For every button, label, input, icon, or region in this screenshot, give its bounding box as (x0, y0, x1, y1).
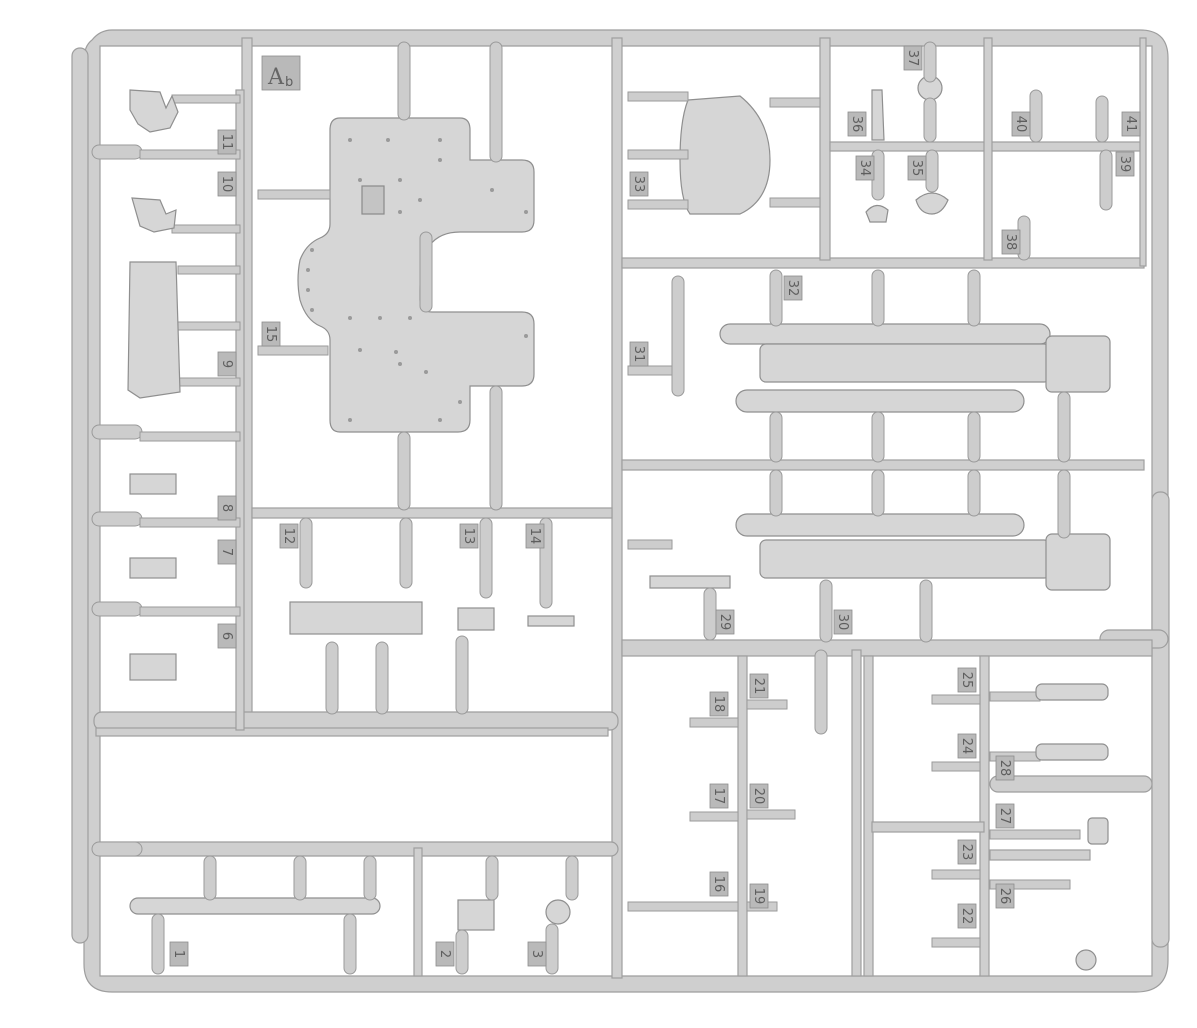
left-column-gates (91, 94, 241, 857)
part-number-label: 12 (281, 528, 296, 545)
hull-plate-part (257, 41, 535, 511)
part-number-label: 31 (631, 346, 646, 363)
part-number-tag-bg (957, 903, 977, 929)
part-number-label: 11 (219, 134, 234, 151)
left-column-parts (127, 89, 181, 681)
part-number-label: 24 (959, 738, 974, 755)
part-number-tag-bg (833, 609, 853, 635)
part-number-label: 7 (219, 548, 234, 556)
part-number-label: 1 (171, 950, 186, 958)
part-number-tag-bg (525, 523, 545, 549)
part-number-tag-bg (217, 129, 237, 155)
sprue-code-sub: b (285, 75, 293, 90)
bottom-right-parts (627, 649, 1109, 971)
part-number-tag-bg (217, 623, 237, 649)
part-number-label: 10 (219, 176, 234, 193)
part-number-label: 21 (751, 678, 766, 695)
part-number-label: 26 (997, 888, 1012, 905)
part-number-tag-bg (995, 883, 1015, 909)
part-number-tag-bg (957, 667, 977, 693)
part-number-label: 32 (785, 280, 800, 297)
part-number-tag-bg (459, 523, 479, 549)
part-number-tag-bg (217, 539, 237, 565)
part-number-label: 18 (711, 696, 726, 713)
part-number-tag-bg (217, 495, 237, 521)
part-number-label: 28 (997, 760, 1012, 777)
part-number-tag-bg (629, 171, 649, 197)
part-number-tag-bg (629, 341, 649, 367)
part-number-tag-bg (261, 321, 281, 347)
part-number-tag-bg (749, 883, 769, 909)
top-middle-parts (627, 41, 1113, 261)
part-number-tag-bg (217, 351, 237, 377)
sprue-code-letter: A (267, 65, 285, 90)
sprue-frame (71, 29, 1170, 993)
part-number-label: 37 (905, 50, 920, 67)
runners (93, 37, 1153, 979)
part-number-label: 38 (1003, 234, 1018, 251)
part-number-tag-bg (957, 839, 977, 865)
part-number-tag-bg (1115, 151, 1135, 177)
part-number-label: 16 (711, 876, 726, 893)
part-number-label: 36 (849, 116, 864, 133)
part-number-tag-bg (527, 941, 547, 967)
part-number-tag-bg (903, 45, 923, 71)
part-number-label: 41 (1123, 116, 1138, 133)
part-number-tag-bg (709, 783, 729, 809)
sprue-code-tag: A b (261, 55, 301, 91)
part-number-tag-bg (907, 155, 927, 181)
part-number-label: 20 (751, 788, 766, 805)
part-number-label: 17 (711, 788, 726, 805)
gun-barrels (627, 269, 1111, 643)
part-number-label: 23 (959, 844, 974, 861)
part-number-label: 13 (461, 528, 476, 545)
part-number-tag-bg (217, 171, 237, 197)
part-number-label: 9 (219, 360, 234, 368)
part-number-tag-bg (957, 733, 977, 759)
bottom-left-parts (129, 855, 579, 975)
part-number-label: 2 (437, 950, 452, 958)
part-number-tag-bg (1121, 111, 1141, 137)
part-number-tag-bg (169, 941, 189, 967)
part-number-tag-bg (709, 691, 729, 717)
part-number-label: 39 (1117, 156, 1132, 173)
part-number-label: 40 (1013, 116, 1028, 133)
part-number-label: 27 (997, 808, 1012, 825)
part-number-label: 22 (959, 908, 974, 925)
part-number-label: 19 (751, 888, 766, 905)
part-number-label: 33 (631, 176, 646, 193)
part-number-tag-bg (435, 941, 455, 967)
part-number-tag-bg (1001, 229, 1021, 255)
part-number-tag-bg (847, 111, 867, 137)
part-number-label: 30 (835, 614, 850, 631)
center-lower-parts (289, 517, 575, 715)
part-number-tag-bg (279, 523, 299, 549)
part-number-tag-bg (715, 609, 735, 635)
part-number-tag-bg (1011, 111, 1031, 137)
part-number-tag-bg (995, 803, 1015, 829)
part-number-label: 34 (857, 160, 872, 177)
part-number-label: 29 (717, 614, 732, 631)
part-number-label: 25 (959, 672, 974, 689)
part-number-label: 6 (219, 632, 234, 640)
part-number-tag-bg (749, 673, 769, 699)
part-number-tag-bg (709, 871, 729, 897)
part-number-tag-bg (995, 755, 1015, 781)
part-number-label: 8 (219, 504, 234, 512)
part-number-tag-bg (783, 275, 803, 301)
part-number-label: 14 (527, 528, 542, 545)
part-number-label: 35 (909, 160, 924, 177)
part-number-tag-bg (749, 783, 769, 809)
part-number-label: 3 (529, 950, 544, 958)
part-number-label: 15 (263, 326, 278, 343)
part-number-tag-bg (855, 155, 875, 181)
